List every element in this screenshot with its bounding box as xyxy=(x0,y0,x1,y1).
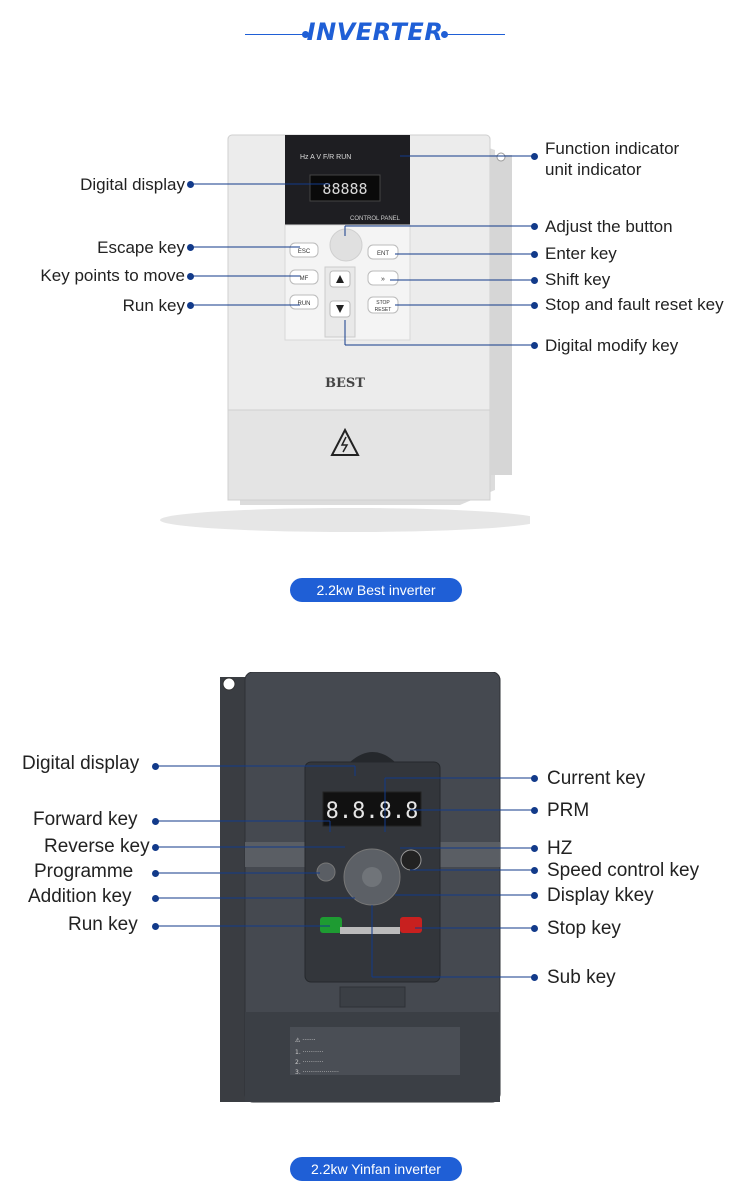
label-reverse-key: Reverse key xyxy=(44,836,150,857)
label-display-key: Display kkey xyxy=(547,885,654,906)
label-adjust-button: Adjust the button xyxy=(545,217,673,236)
svg-text:⚠ ·······: ⚠ ······· xyxy=(295,1037,316,1044)
label-enter-key: Enter key xyxy=(545,244,617,263)
svg-text:RUN: RUN xyxy=(298,301,311,307)
label-prm: PRM xyxy=(547,800,590,821)
svg-text:1. ···········: 1. ··········· xyxy=(295,1049,324,1056)
label-stop-key: Stop key xyxy=(547,918,621,939)
dot-shift-key xyxy=(531,277,538,284)
svg-text:MF: MF xyxy=(300,276,309,282)
dot-stop-reset-key xyxy=(531,302,538,309)
dot-run-key xyxy=(187,302,194,309)
svg-text:3. ···················: 3. ··················· xyxy=(295,1069,339,1076)
header-dot-left xyxy=(302,31,309,38)
caption-yinfan-inverter: 2.2kw Yinfan inverter xyxy=(290,1157,462,1181)
best-brand-logo: BEST xyxy=(325,376,365,391)
label-programme: Programme xyxy=(34,861,134,882)
page-title: INVERTER xyxy=(306,18,444,46)
svg-text:ESC: ESC xyxy=(298,249,311,255)
label-function-indicator: Function indicator xyxy=(545,139,680,158)
label-yinfan-run-key: Run key xyxy=(68,914,138,935)
best-display-digits: 88888 xyxy=(322,180,367,198)
dot-programme xyxy=(152,870,159,877)
dot-function-indicator xyxy=(531,153,538,160)
yinfan-display-digits: 8.8.8.8 xyxy=(326,799,419,824)
svg-text:RESET: RESET xyxy=(375,307,392,313)
label-hz: HZ xyxy=(547,838,573,859)
label-digital-modify-key: Digital modify key xyxy=(545,336,679,355)
svg-text:ENT: ENT xyxy=(377,251,389,257)
svg-text:»: » xyxy=(381,276,385,283)
label-key-points-to-move: Key points to move xyxy=(40,266,185,285)
label-shift-key: Shift key xyxy=(545,270,611,289)
yinfan-inverter-image: 8.8.8.8 ⚠ ······· 1. ··········· 2. ····… xyxy=(220,672,501,1103)
caption-best-inverter: 2.2kw Best inverter xyxy=(290,578,462,602)
label-digital-display: Digital display xyxy=(80,175,185,194)
label-speed-control-key: Speed control key xyxy=(547,860,700,881)
label-run-key: Run key xyxy=(122,296,185,315)
label-stop-reset-key: Stop and fault reset key xyxy=(545,295,724,314)
dot-stop-key xyxy=(531,925,538,932)
dot-adjust-button xyxy=(531,223,538,230)
label-current-key: Current key xyxy=(547,768,646,789)
dot-digital-display xyxy=(187,181,194,188)
header-line-left xyxy=(245,34,305,35)
header-line-right xyxy=(445,34,505,35)
dot-reverse-key xyxy=(152,844,159,851)
label-escape-key: Escape key xyxy=(97,238,185,257)
dot-enter-key xyxy=(531,251,538,258)
label-forward-key: Forward key xyxy=(33,809,138,830)
dot-hz xyxy=(531,845,538,852)
dot-escape-key xyxy=(187,244,194,251)
dot-prm xyxy=(531,807,538,814)
dot-yinfan-run-key xyxy=(152,923,159,930)
svg-text:2. ···········: 2. ··········· xyxy=(295,1059,324,1066)
dot-addition-key xyxy=(152,895,159,902)
label-sub-key: Sub key xyxy=(547,967,616,988)
dot-yinfan-digital-display xyxy=(152,763,159,770)
header-dot-right xyxy=(441,31,448,38)
dot-current-key xyxy=(531,775,538,782)
best-inverter-image: 88888 Hz A V F/R RUN CONTROL PANEL ESC M… xyxy=(160,134,530,532)
label-yinfan-digital-display: Digital display xyxy=(22,753,140,774)
label-addition-key: Addition key xyxy=(28,886,132,907)
dot-key-points-to-move xyxy=(187,273,194,280)
dot-display-key xyxy=(531,892,538,899)
svg-text:CONTROL PANEL: CONTROL PANEL xyxy=(350,216,401,222)
dot-sub-key xyxy=(531,974,538,981)
dot-forward-key xyxy=(152,818,159,825)
svg-text:STOP: STOP xyxy=(376,300,390,306)
label-unit-indicator: unit indicator xyxy=(545,160,642,179)
dot-speed-control-key xyxy=(531,867,538,874)
dot-digital-modify-key xyxy=(531,342,538,349)
svg-text:Hz A V F/R RUN: Hz A V F/R RUN xyxy=(300,154,351,161)
